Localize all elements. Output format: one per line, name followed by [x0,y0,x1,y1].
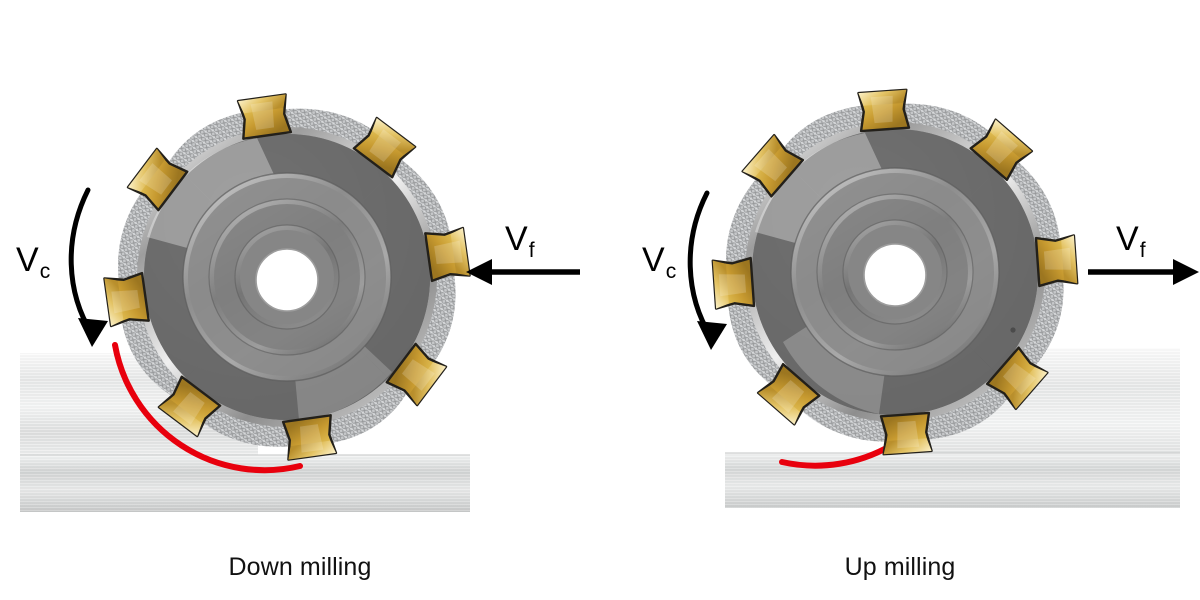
vc-symbol: V [642,241,665,279]
insert [741,133,805,198]
panel-up-milling: Vc Vf Up milling [600,0,1200,600]
cutting-speed-label-up: Vc [642,241,676,282]
insert [879,411,933,456]
insert-group [711,88,1079,456]
face-mill-cutter-up [711,88,1079,456]
insert [352,116,417,179]
cutting-speed-label-down: Vc [16,241,50,282]
insert [756,362,821,426]
vc-subscript: c [665,260,677,283]
screw-dot [1010,327,1016,333]
insert [385,342,448,407]
cut-path-arc-down-milling [112,342,303,474]
feed-label-down: Vf [505,220,535,261]
insert [711,256,756,310]
vc-subscript: c [39,260,51,283]
workpiece-lower-texture [20,455,470,512]
center-bore [864,244,926,306]
cutting-speed-arrowhead [78,318,108,347]
insert [126,147,189,212]
vf-subscript: f [528,239,535,262]
insert [281,414,338,461]
caption-up-milling: Up milling [844,553,956,581]
feed-arrow-up-milling [1088,259,1199,285]
cutter-highlight [755,133,885,244]
vf-subscript: f [1139,239,1146,262]
insert [236,93,293,140]
insert [157,375,222,438]
caption-down-milling: Down milling [228,553,372,581]
insert [1034,234,1079,288]
cutter-lobes [144,134,430,420]
feed-arrow-down-milling [466,259,580,285]
insert-group [103,93,471,461]
cutter-highlight [147,138,277,249]
vc-symbol: V [16,241,39,279]
face-mill-cutter-down [103,93,471,461]
insert [424,226,471,283]
insert [857,88,911,133]
cutter-highlight-2 [783,320,885,414]
cutting-speed-arrow-down-milling [68,187,108,347]
cutter-lobes [752,129,1038,415]
vf-symbol: V [1116,220,1139,258]
panel-down-milling: Vc Vf Down milling [16,93,580,581]
up-milling-illustration [687,88,1199,508]
cutter-highlight-2 [295,343,392,420]
cutting-speed-arrowhead [697,321,727,350]
insert [103,271,150,328]
down-milling-illustration [20,93,580,512]
center-bore [256,249,318,311]
cutting-speed-arrow-up-milling [687,190,727,350]
insert [969,118,1034,182]
feed-arrowhead [1173,259,1199,285]
vf-symbol: V [505,220,528,258]
feed-label-up: Vf [1116,220,1146,261]
insert [985,346,1049,411]
feed-arrowhead [466,259,492,285]
